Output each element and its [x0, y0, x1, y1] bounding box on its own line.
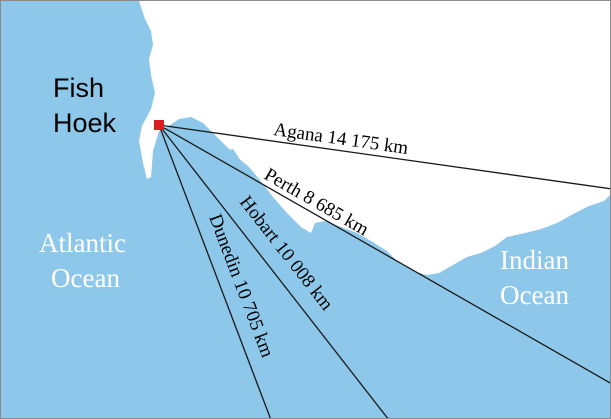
route-line-perth	[158, 124, 610, 384]
ocean-label-indian-line1: Indian	[500, 245, 569, 275]
ocean-label-atlantic-line1: Atlantic	[39, 228, 126, 258]
route-line-hobart	[158, 124, 389, 418]
ocean-label-atlantic-line2: Ocean	[51, 263, 120, 293]
place-label-line1: Fish	[53, 73, 104, 103]
route-line-dunedin	[158, 124, 271, 418]
land-southern-africa	[139, 1, 610, 275]
route-line-agana	[158, 124, 610, 190]
ocean-label-indian-line2: Ocean	[500, 280, 569, 310]
coastline-shading	[219, 149, 241, 171]
place-label-line2: Hoek	[53, 108, 117, 138]
fish-hoek-marker	[154, 120, 164, 130]
